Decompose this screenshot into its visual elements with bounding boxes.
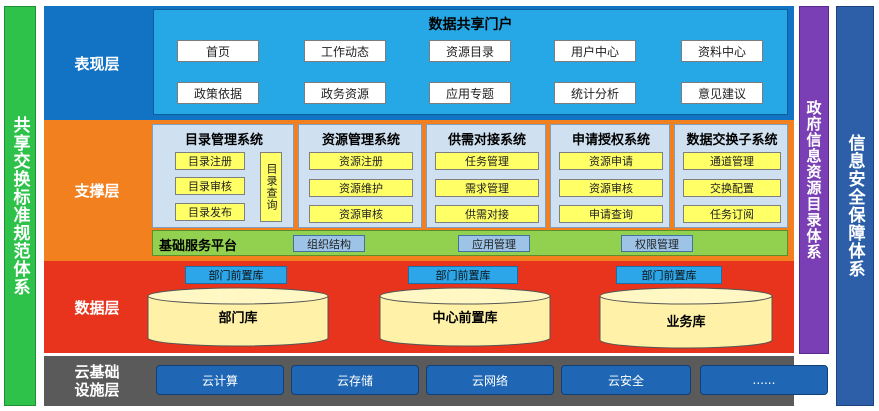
cloud-more[interactable]: ......: [700, 365, 828, 395]
dept-front-db-2[interactable]: 部门前置库: [408, 266, 518, 284]
resource-application[interactable]: 资源申请: [559, 152, 663, 170]
info-security-column: 信息安全保障体系: [836, 6, 874, 406]
cloud-compute[interactable]: 云计算: [156, 365, 284, 395]
task-management[interactable]: 任务管理: [435, 152, 539, 170]
task-subscription[interactable]: 任务订阅: [683, 205, 781, 223]
org-structure[interactable]: 组织结构: [293, 235, 365, 252]
portal-item-resource-catalog[interactable]: 资源目录: [429, 40, 511, 62]
catalog-management-system: 目录管理系统 目录注册 目录审核 目录发布 目录查询: [152, 124, 294, 228]
dept-front-db-3[interactable]: 部门前置库: [616, 266, 722, 284]
gov-info-catalog-column: 政府信息资源目录体系: [799, 6, 829, 354]
standards-system-column: 共享交换标准规范体系: [4, 6, 36, 406]
system-title: 资源管理系统: [321, 133, 400, 148]
resource-management-system: 资源管理系统 资源注册 资源维护 资源审核: [298, 124, 422, 228]
supply-demand-system: 供需对接系统 任务管理 需求管理 供需对接: [426, 124, 546, 228]
system-title: 目录管理系统: [184, 133, 263, 148]
catalog-register[interactable]: 目录注册: [175, 152, 245, 170]
dept-db-label: 部门库: [218, 311, 258, 326]
portal-item-gov-resources[interactable]: 政务资源: [304, 82, 386, 104]
center-front-db-cylinder: [379, 287, 551, 347]
resource-register[interactable]: 资源注册: [309, 152, 413, 170]
exchange-config[interactable]: 交换配置: [683, 179, 781, 197]
center-front-db-label: 中心前置库: [432, 311, 498, 326]
system-title: 申请授权系统: [571, 133, 650, 148]
resource-review[interactable]: 资源审核: [309, 205, 413, 223]
portal-item-app-topics[interactable]: 应用专题: [429, 82, 511, 104]
portal-title: 数据共享门户: [428, 17, 513, 33]
permission-management[interactable]: 权限管理: [621, 235, 693, 252]
data-layer: 数据层 部门前置库 部门前置库 部门前置库 部门库 中心前置库 业务库: [44, 261, 794, 353]
data-sharing-portal: 数据共享门户 首页 工作动态 资源目录 用户中心 资料中心 政策依据 政务资源 …: [153, 9, 788, 115]
cloud-storage[interactable]: 云存储: [291, 365, 419, 395]
application-query[interactable]: 申请查询: [559, 205, 663, 223]
cloud-security[interactable]: 云安全: [561, 365, 691, 395]
data-exchange-subsystem: 数据交换子系统 通道管理 交换配置 任务订阅: [674, 124, 788, 228]
system-title: 供需对接系统: [447, 133, 526, 148]
catalog-review[interactable]: 目录审核: [175, 177, 245, 195]
business-db-cylinder: [599, 287, 773, 349]
app-management[interactable]: 应用管理: [458, 235, 530, 252]
portal-item-document-center[interactable]: 资料中心: [681, 40, 763, 62]
catalog-publish[interactable]: 目录发布: [175, 203, 245, 221]
data-layer-label: 数据层: [74, 298, 120, 317]
system-title: 数据交换子系统: [686, 133, 778, 148]
dept-db-cylinder: [147, 287, 329, 347]
resource-audit[interactable]: 资源审核: [559, 179, 663, 197]
portal-item-feedback[interactable]: 意见建议: [681, 82, 763, 104]
channel-management[interactable]: 通道管理: [683, 152, 781, 170]
portal-item-work-news[interactable]: 工作动态: [304, 40, 386, 62]
portal-item-statistics[interactable]: 统计分析: [554, 82, 636, 104]
basic-service-platform: 基础服务平台 组织结构 应用管理 权限管理: [152, 230, 788, 256]
business-db-label: 业务库: [666, 315, 706, 330]
support-layer-label: 支撑层: [74, 182, 120, 200]
catalog-query[interactable]: 目录查询: [260, 152, 282, 222]
application-authorization-system: 申请授权系统 资源申请 资源审核 申请查询: [550, 124, 670, 228]
support-layer: 支撑层 目录管理系统 目录注册 目录审核 目录发布 目录查询 资源管理系统 资源…: [44, 120, 794, 261]
supply-demand-matching[interactable]: 供需对接: [435, 205, 539, 223]
cloud-infrastructure-layer: 云基础设施层 云计算 云存储 云网络 云安全 ......: [44, 356, 828, 406]
portal-item-user-center[interactable]: 用户中心: [554, 40, 636, 62]
presentation-layer-label: 表现层: [74, 54, 120, 73]
cloud-network[interactable]: 云网络: [426, 365, 554, 395]
resource-maintain[interactable]: 资源维护: [309, 179, 413, 197]
cloud-layer-label: 云基础设施层: [74, 363, 120, 399]
basic-platform-title: 基础服务平台: [159, 239, 238, 254]
dept-front-db-1[interactable]: 部门前置库: [185, 266, 287, 284]
demand-management[interactable]: 需求管理: [435, 179, 539, 197]
presentation-layer: 表现层 数据共享门户 首页 工作动态 资源目录 用户中心 资料中心 政策依据 政…: [44, 6, 794, 120]
portal-item-policy-basis[interactable]: 政策依据: [177, 82, 259, 104]
portal-item-home[interactable]: 首页: [177, 40, 259, 62]
